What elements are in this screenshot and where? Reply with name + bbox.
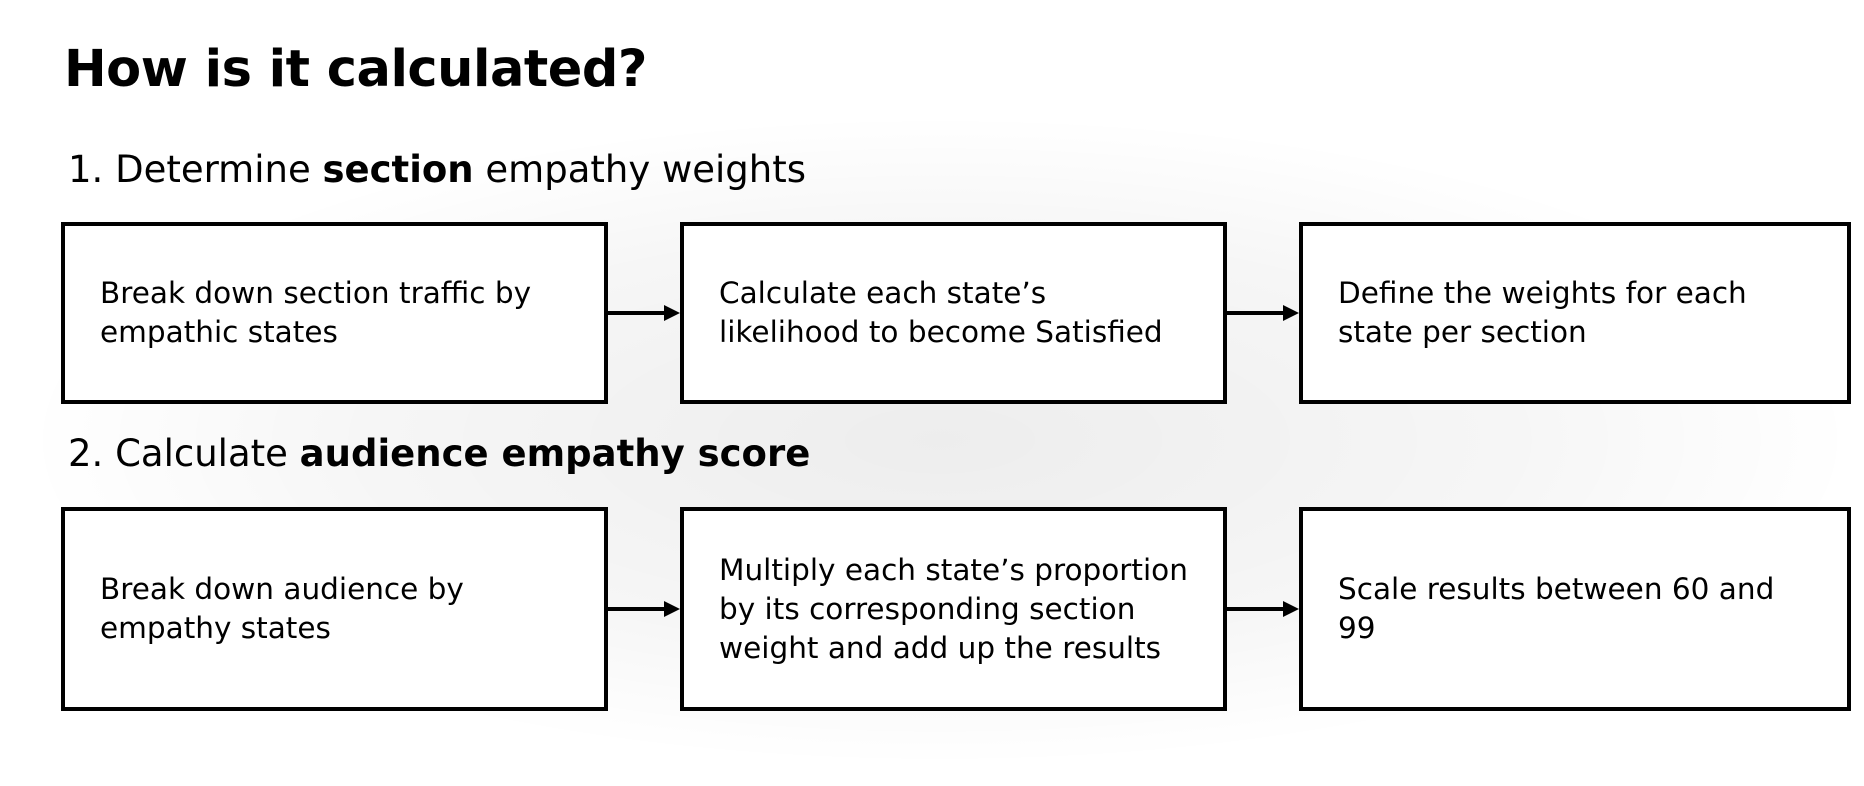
section-1-step-3-text: Define the weights for each state per se… [1338,276,1747,349]
section-1-step-1-box: Break down section traffic by empathic s… [61,222,608,404]
section-2-flow: Break down audience by empathy states Mu… [61,507,1851,711]
section-1-heading-suffix: empathy weights [485,148,807,191]
section-1-step-2-text: Calculate each state’s likelihood to bec… [719,276,1163,349]
section-1-heading-emphasis: section [322,148,474,191]
section-2-step-1-box: Break down audience by empathy states [61,507,608,711]
section-1-flow: Break down section traffic by empathic s… [61,222,1851,404]
flow-arrow-icon [1227,601,1299,617]
section-2-step-1-text: Break down audience by empathy states [100,572,464,645]
page-title: How is it calculated? [64,40,647,99]
flow-arrow-icon [608,601,680,617]
section-2-step-3-text: Scale results between 60 and 99 [1338,572,1775,645]
section-1-heading: 1. Determine section empathy weights [68,148,806,191]
section-2-heading-prefix: Calculate [115,432,288,475]
section-1-number: 1. [68,148,104,191]
section-1-heading-prefix: Determine [115,148,311,191]
section-1-step-2-box: Calculate each state’s likelihood to bec… [680,222,1227,404]
section-1-step-3-box: Define the weights for each state per se… [1299,222,1851,404]
section-1-step-1-text: Break down section traffic by empathic s… [100,276,532,349]
section-2-step-2-text: Multiply each state’s proportion by its … [719,552,1188,665]
flow-arrow-icon [1227,305,1299,321]
section-2-heading: 2. Calculate audience empathy score [68,432,810,475]
section-2-number: 2. [68,432,104,475]
section-2-heading-emphasis: audience empathy score [299,432,811,475]
section-2-step-2-box: Multiply each state’s proportion by its … [680,507,1227,711]
section-2-step-3-box: Scale results between 60 and 99 [1299,507,1851,711]
flow-arrow-icon [608,305,680,321]
